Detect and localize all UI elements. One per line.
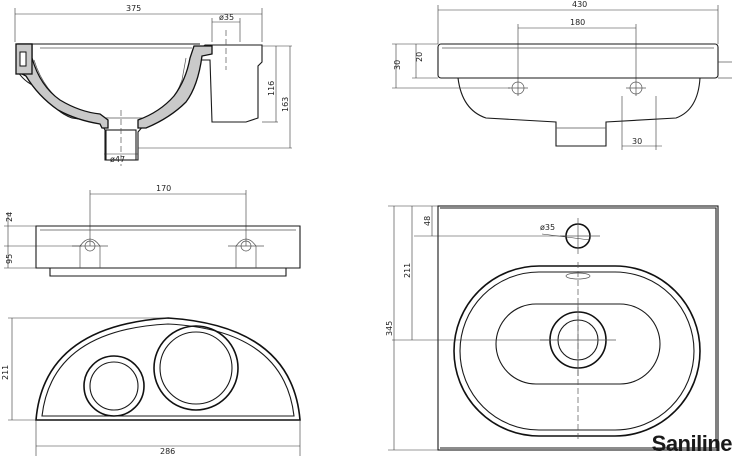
dim-front-top: 24 (5, 212, 14, 222)
dim-side-top-30: 30 (393, 60, 402, 70)
dim-section-drain: ø47 (110, 155, 125, 164)
plan-view: ø35 48 211 345 (385, 205, 719, 451)
dim-section-height-total: 163 (281, 97, 290, 112)
dim-side-top-20: 20 (415, 52, 424, 62)
dim-plan-depth: 345 (385, 321, 394, 336)
cross-section-view: 375 ø35 ø47 116 163 (14, 4, 292, 166)
dim-plan-to-drain: 211 (403, 263, 412, 278)
dim-side-span: 180 (570, 18, 585, 27)
side-elevation-view: 430 180 30 20 30 (392, 0, 732, 150)
dim-plan-hole: ø35 (540, 223, 555, 232)
dim-top-width: 286 (160, 447, 175, 456)
brand-logo: Saniline (651, 431, 733, 456)
front-elevation-view: 170 24 95 (4, 184, 301, 277)
top-view: 211 286 (1, 317, 301, 456)
dim-section-hole: ø35 (219, 13, 234, 22)
dim-front-low: 95 (5, 254, 14, 264)
dim-section-height-inner: 116 (267, 81, 276, 96)
dim-plan-offset: 48 (423, 216, 432, 226)
dim-top-depth: 211 (1, 365, 10, 380)
dim-side-offset: 30 (632, 137, 642, 146)
dim-side-width: 430 (572, 0, 587, 9)
dim-section-width: 375 (126, 4, 141, 13)
dim-front-span: 170 (156, 184, 171, 193)
